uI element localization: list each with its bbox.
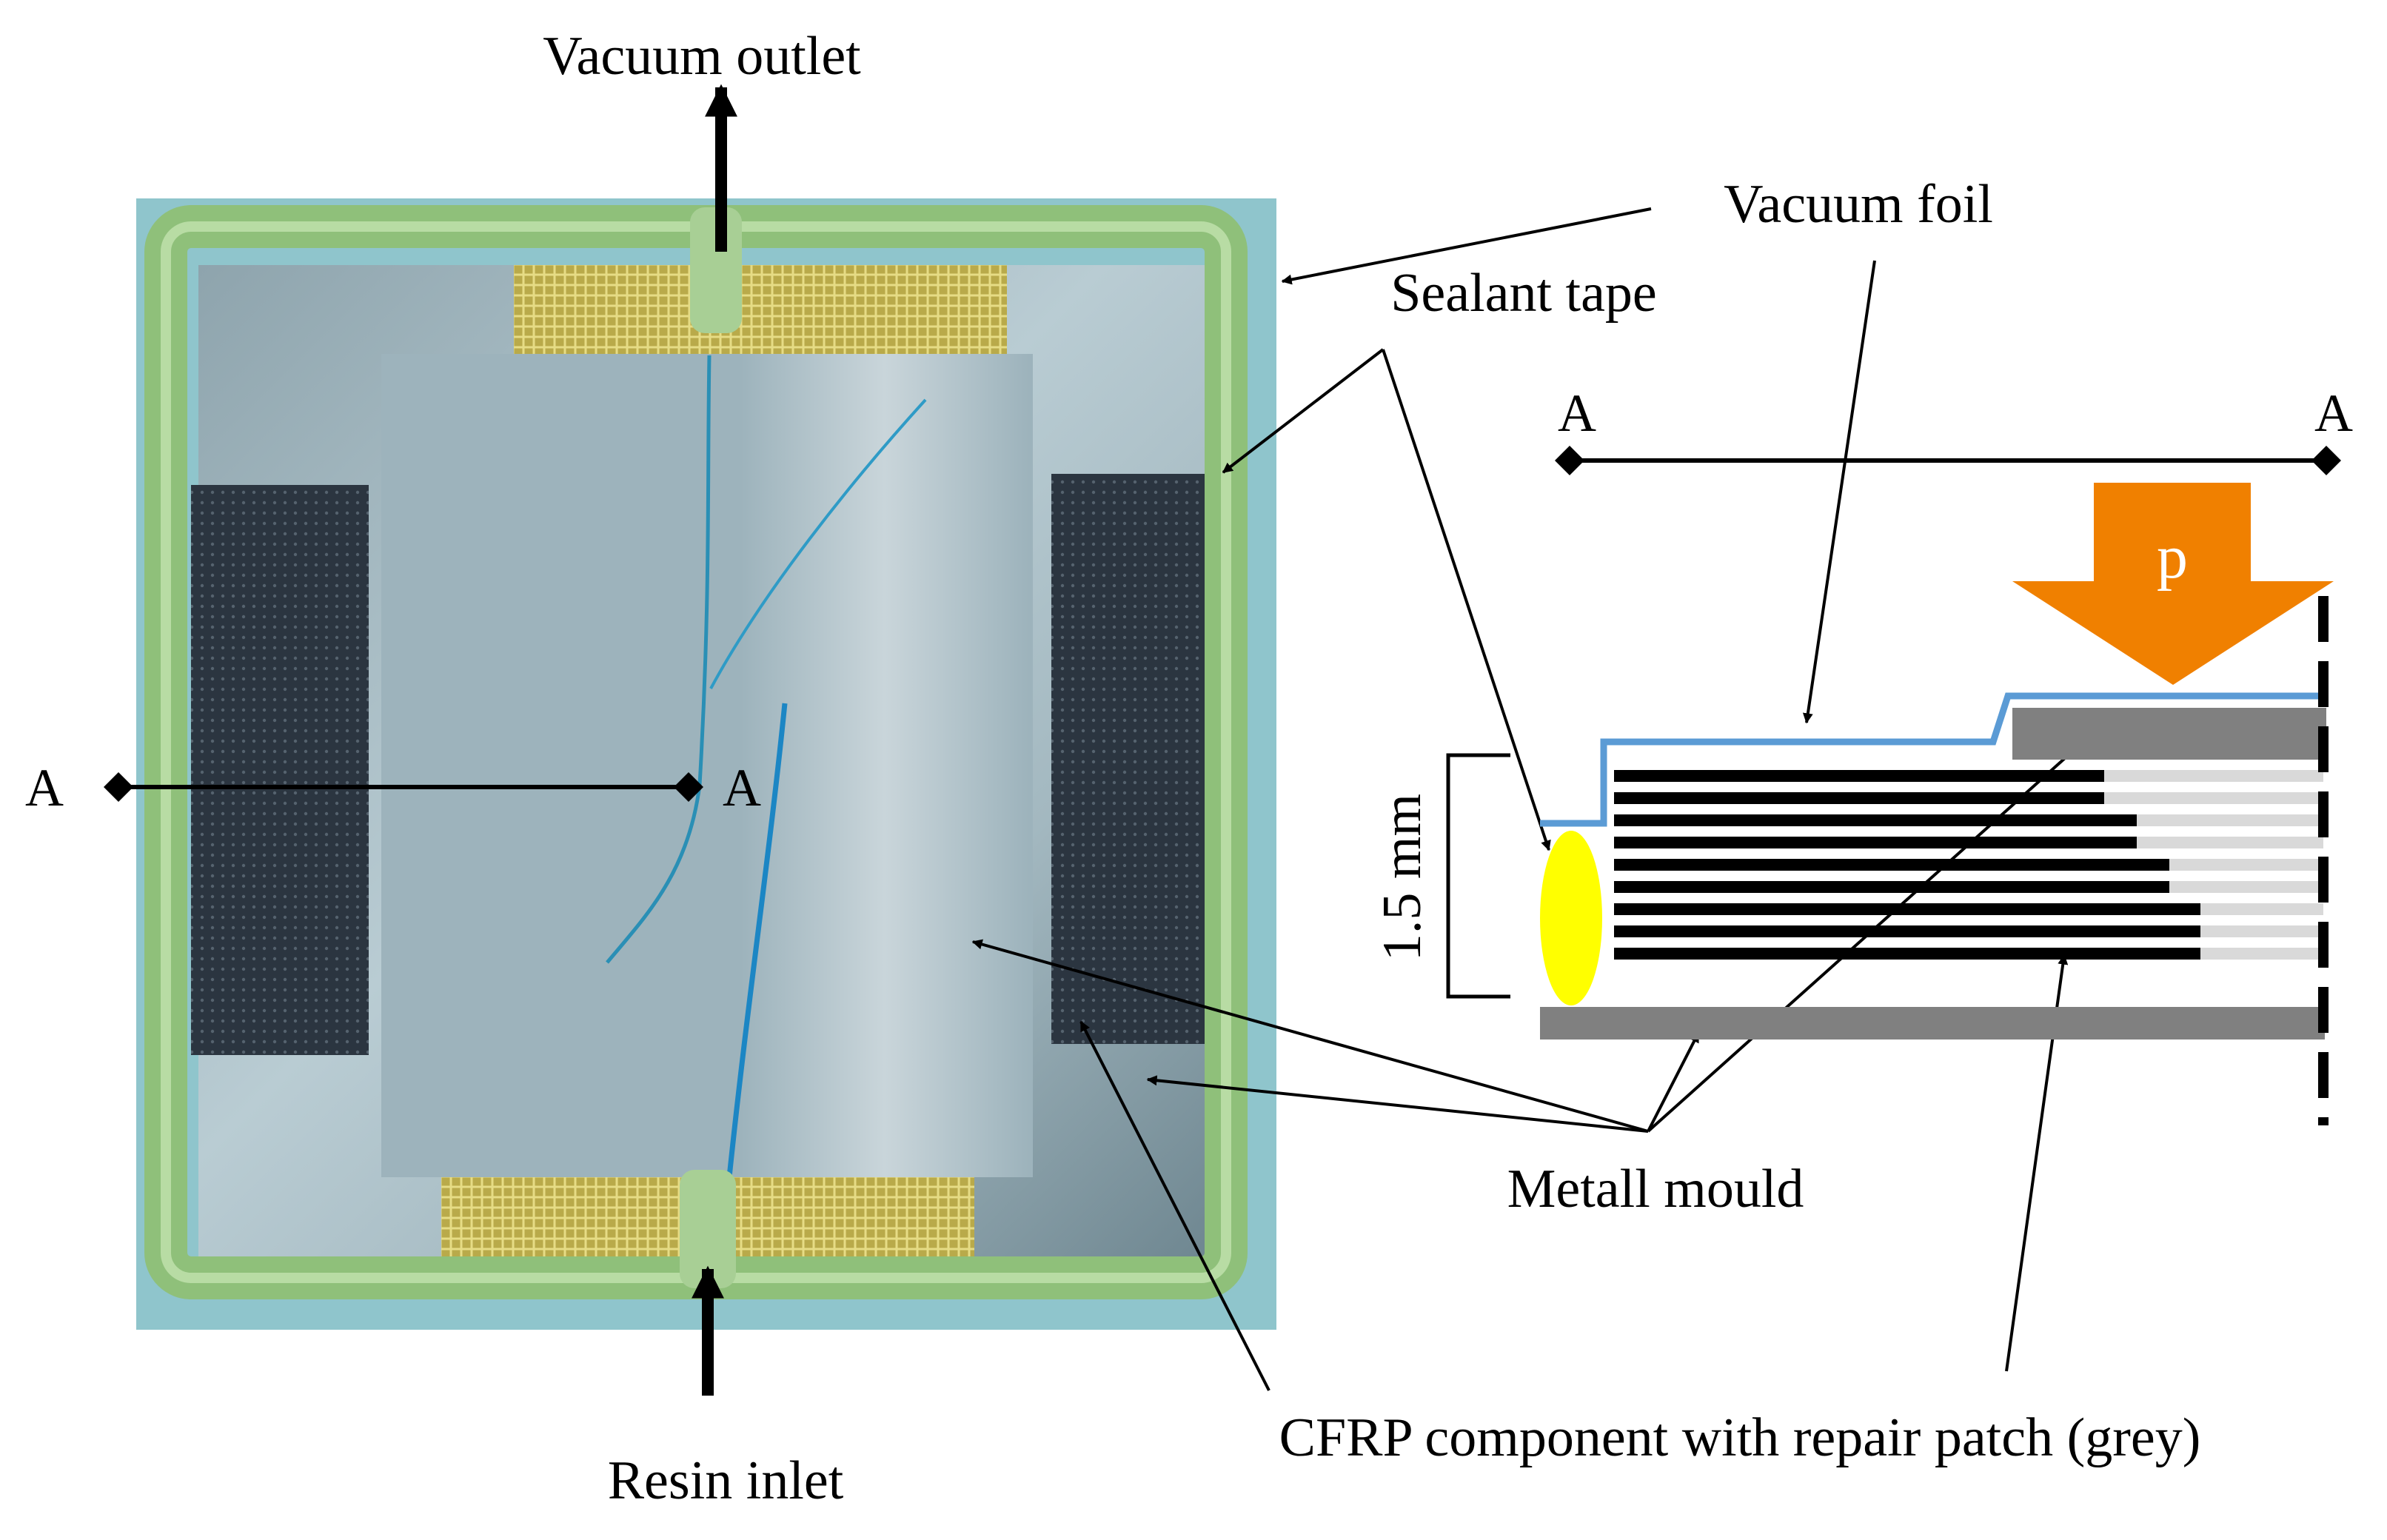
section-label-right-sketch: A (2314, 384, 2353, 443)
diamond-icon (104, 772, 133, 802)
mould-leader-photo-edge (1146, 1075, 1649, 1133)
section-label-left: A (25, 758, 64, 817)
mould-leader-sketch-bottom (1647, 1031, 1700, 1132)
mould-top-caul (2012, 708, 2326, 760)
flow-mesh-right (1051, 474, 1213, 1044)
section-label-left-sketch: A (1558, 384, 1596, 443)
resin-trace (709, 398, 927, 689)
vacuum-port (690, 207, 742, 333)
vacuum-foil-leader-sketch (1802, 260, 1876, 724)
resin-inlet-label: Resin inlet (608, 1450, 844, 1511)
cfrp-ply (1614, 859, 2169, 871)
vacuum-foil-leader-photo (1281, 207, 1652, 285)
setup-photo (136, 198, 1276, 1330)
flow-mesh-left (191, 485, 369, 1055)
repair-patch-ply (2104, 770, 2323, 782)
cfrp-ply (1614, 814, 2137, 826)
cfrp-ply (1614, 792, 2104, 804)
repair-patch-ply (2200, 903, 2323, 915)
thickness-dimension: 1.5 mm (1372, 753, 1510, 999)
repair-patch-ply (2169, 881, 2323, 893)
vacuum-foil-line (1540, 692, 2326, 827)
cfrp-ply (1614, 770, 2104, 782)
cfrp-ply (1614, 837, 2137, 848)
pressure-label: p (2157, 523, 2188, 592)
thickness-label: 1.5 mm (1372, 794, 1433, 961)
sealant-bead (1540, 831, 1602, 1005)
repair-patch-ply (2137, 814, 2323, 826)
section-line-sketch: A A (1555, 384, 2353, 475)
resin-port (680, 1170, 736, 1288)
resin-trace (726, 703, 788, 1178)
cfrp-ply (1614, 881, 2169, 893)
repair-patch-ply (2200, 948, 2323, 960)
resin-trace (606, 355, 712, 964)
cfrp-component-label: CFRP component with repair patch (grey) (1279, 1407, 2201, 1468)
section-line-photo: A A (25, 758, 761, 817)
metall-mould-label: Metall mould (1507, 1159, 1804, 1219)
peel-ply-top (514, 265, 1007, 355)
sealant-tape-leader-photo (1222, 348, 1385, 474)
repair-patch-ply (2137, 837, 2323, 848)
repair-patch-ply (2169, 859, 2323, 871)
cfrp-ply (1614, 948, 2200, 960)
diamond-icon (674, 772, 703, 802)
repair-patch-ply (2104, 792, 2323, 804)
diamond-icon (1555, 446, 1584, 475)
cfrp-leader-photo (1079, 1020, 1270, 1391)
cfrp-ply (1614, 925, 2200, 937)
repair-patch-ply (2200, 925, 2323, 937)
diamond-icon (2311, 446, 2341, 475)
mould-bottom (1540, 1007, 2325, 1040)
metal-sheen (740, 354, 1029, 1177)
laminate-plies (1614, 770, 2323, 960)
vacuum-foil-label: Vacuum foil (1724, 174, 1993, 235)
vacuum-outlet-label: Vacuum outlet (543, 26, 861, 87)
section-label-right: A (723, 758, 761, 817)
mould-leader-photo-plate (971, 939, 1649, 1133)
pressure-arrow: p (2012, 483, 2334, 685)
cfrp-ply (1614, 903, 2200, 915)
sealant-tape-label: Sealant tape (1390, 263, 1657, 324)
sealant-tape-leader-sketch (1382, 349, 1551, 851)
